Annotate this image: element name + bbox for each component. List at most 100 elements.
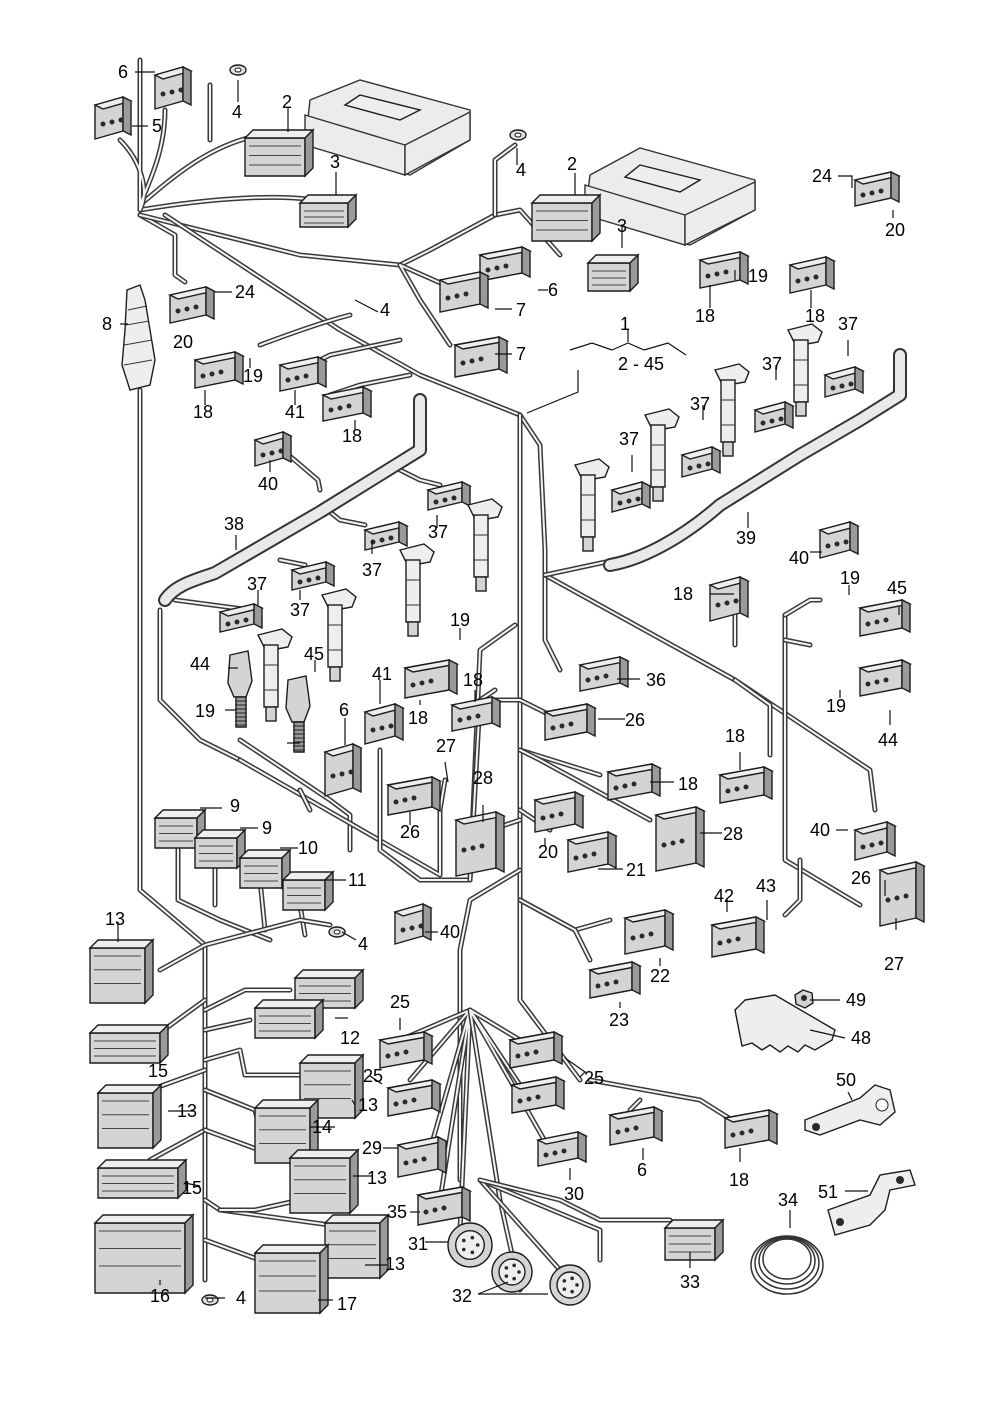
wire-core-6 — [494, 144, 516, 216]
callout-label-18c: 18 — [193, 402, 213, 422]
wire-core-9 — [519, 414, 581, 1081]
wire-core-18 — [329, 511, 366, 526]
callout-label-26b: 26 — [400, 822, 420, 842]
wire-core-21 — [239, 739, 351, 851]
connector-9-a — [153, 808, 207, 850]
leader-92 — [184, 1182, 201, 1187]
leader-24 — [569, 342, 687, 356]
callout-label-4b: 4 — [516, 160, 526, 180]
callout-label-10: 10 — [298, 838, 318, 858]
callout-label-4a: 4 — [232, 102, 242, 122]
callout-label-37f: 37 — [362, 560, 382, 580]
callout-label-39: 39 — [736, 528, 756, 548]
callout-label-50: 50 — [836, 1070, 856, 1090]
connector-18-left-b — [320, 385, 374, 422]
wire-core-7 — [399, 264, 451, 346]
callout-label-13d: 13 — [367, 1168, 387, 1188]
callout-label-45b: 45 — [304, 644, 324, 664]
wire-core-2 — [119, 59, 166, 211]
callout-label-14: 14 — [312, 1117, 332, 1137]
callout-label-43: 43 — [756, 876, 776, 896]
wire-core-57 — [204, 1049, 301, 1076]
callout-label-2a: 2 — [282, 92, 292, 112]
connector-7b — [452, 335, 510, 378]
round-connector-32-b — [549, 1264, 591, 1306]
conduit-38 — [158, 393, 427, 607]
callout-label-13a: 13 — [105, 909, 125, 929]
callout-label-19e: 19 — [195, 701, 215, 721]
callout-label-22: 22 — [650, 966, 670, 986]
callout-label-1: 1 — [620, 314, 630, 334]
connector-26-27-right — [877, 860, 927, 927]
connector-18-e — [605, 762, 663, 801]
callout-label-6b: 6 — [548, 280, 558, 300]
callout-label-40b: 40 — [789, 548, 809, 568]
connector-20-left — [167, 285, 217, 324]
callout-label-25b: 25 — [584, 1068, 604, 1088]
callout-label-18a: 18 — [695, 306, 715, 326]
ignition-coil-b — [398, 543, 435, 637]
connector-40-top — [253, 430, 293, 467]
wire-core-5 — [139, 209, 561, 266]
connector-6-mid-low — [323, 742, 363, 797]
relay-socket-14 — [253, 1098, 320, 1165]
connector-3-top — [298, 193, 358, 229]
connector-45-right — [857, 598, 913, 637]
wire-core-55 — [204, 989, 291, 1011]
connector-7a — [437, 270, 491, 313]
relay-socket-13-d — [288, 1148, 360, 1215]
conduit-39 — [603, 348, 907, 572]
wire-core-35 — [399, 1009, 471, 1231]
callout-label-40d: 40 — [440, 922, 460, 942]
connector-25-d — [509, 1075, 567, 1114]
nut-49 — [794, 989, 814, 1009]
callout-label-17: 17 — [337, 1294, 357, 1314]
wire-57 — [202, 1047, 303, 1078]
callout-label-28b: 28 — [723, 824, 743, 844]
callout-label-4e: 4 — [236, 1288, 246, 1308]
connector-44-right — [857, 658, 913, 697]
cable-coil-34 — [750, 1235, 824, 1295]
bracket-48 — [734, 994, 836, 1053]
connector-29 — [395, 1135, 449, 1178]
control-unit-connector-17 — [253, 1243, 330, 1315]
leader-86 — [847, 1091, 853, 1101]
callout-label-44b: 44 — [878, 730, 898, 750]
wire-core-0 — [139, 134, 261, 206]
callout-label-41b: 41 — [372, 664, 392, 684]
callout-label-27b: 27 — [884, 954, 904, 974]
wire-core-8 — [164, 214, 561, 671]
harness-components — [88, 64, 927, 1315]
callout-label-25c: 25 — [363, 1066, 383, 1086]
callout-label-2b: 2 — [567, 154, 577, 174]
leader-18 — [354, 299, 379, 313]
callout-label-37d: 37 — [619, 429, 639, 449]
ignition-coil-g — [713, 363, 750, 457]
callout-label-9a: 9 — [230, 796, 240, 816]
connector-37-g — [753, 400, 795, 433]
callout-label-28a: 28 — [473, 768, 493, 788]
connector-18-topright-a — [697, 250, 751, 289]
connector-37-d — [217, 602, 265, 633]
connector-33 — [663, 1218, 725, 1262]
callout-label-20b: 20 — [173, 332, 193, 352]
wire-15 — [157, 607, 243, 763]
callout-label-38: 38 — [224, 514, 244, 534]
wire-core-29 — [519, 749, 651, 821]
callout-label-32: 32 — [452, 1286, 472, 1306]
ecu-control-unit-top — [304, 79, 471, 177]
callout-label-42: 42 — [714, 886, 734, 906]
wire-core-40 — [629, 1099, 641, 1111]
callout-label-34: 34 — [778, 1190, 798, 1210]
callout-label-11: 11 — [348, 870, 367, 890]
wire-core-38 — [479, 1179, 671, 1221]
callout-label-19b: 19 — [243, 366, 263, 386]
wire-core-61 — [204, 1239, 261, 1261]
callout-leaders — [117, 71, 900, 1301]
wire-43 — [782, 612, 863, 908]
callout-label-26c: 26 — [851, 868, 871, 888]
connector-37-e — [610, 480, 652, 513]
connector-11 — [281, 870, 335, 912]
connector-18-d — [449, 695, 503, 732]
callout-label-4d: 4 — [358, 934, 368, 954]
